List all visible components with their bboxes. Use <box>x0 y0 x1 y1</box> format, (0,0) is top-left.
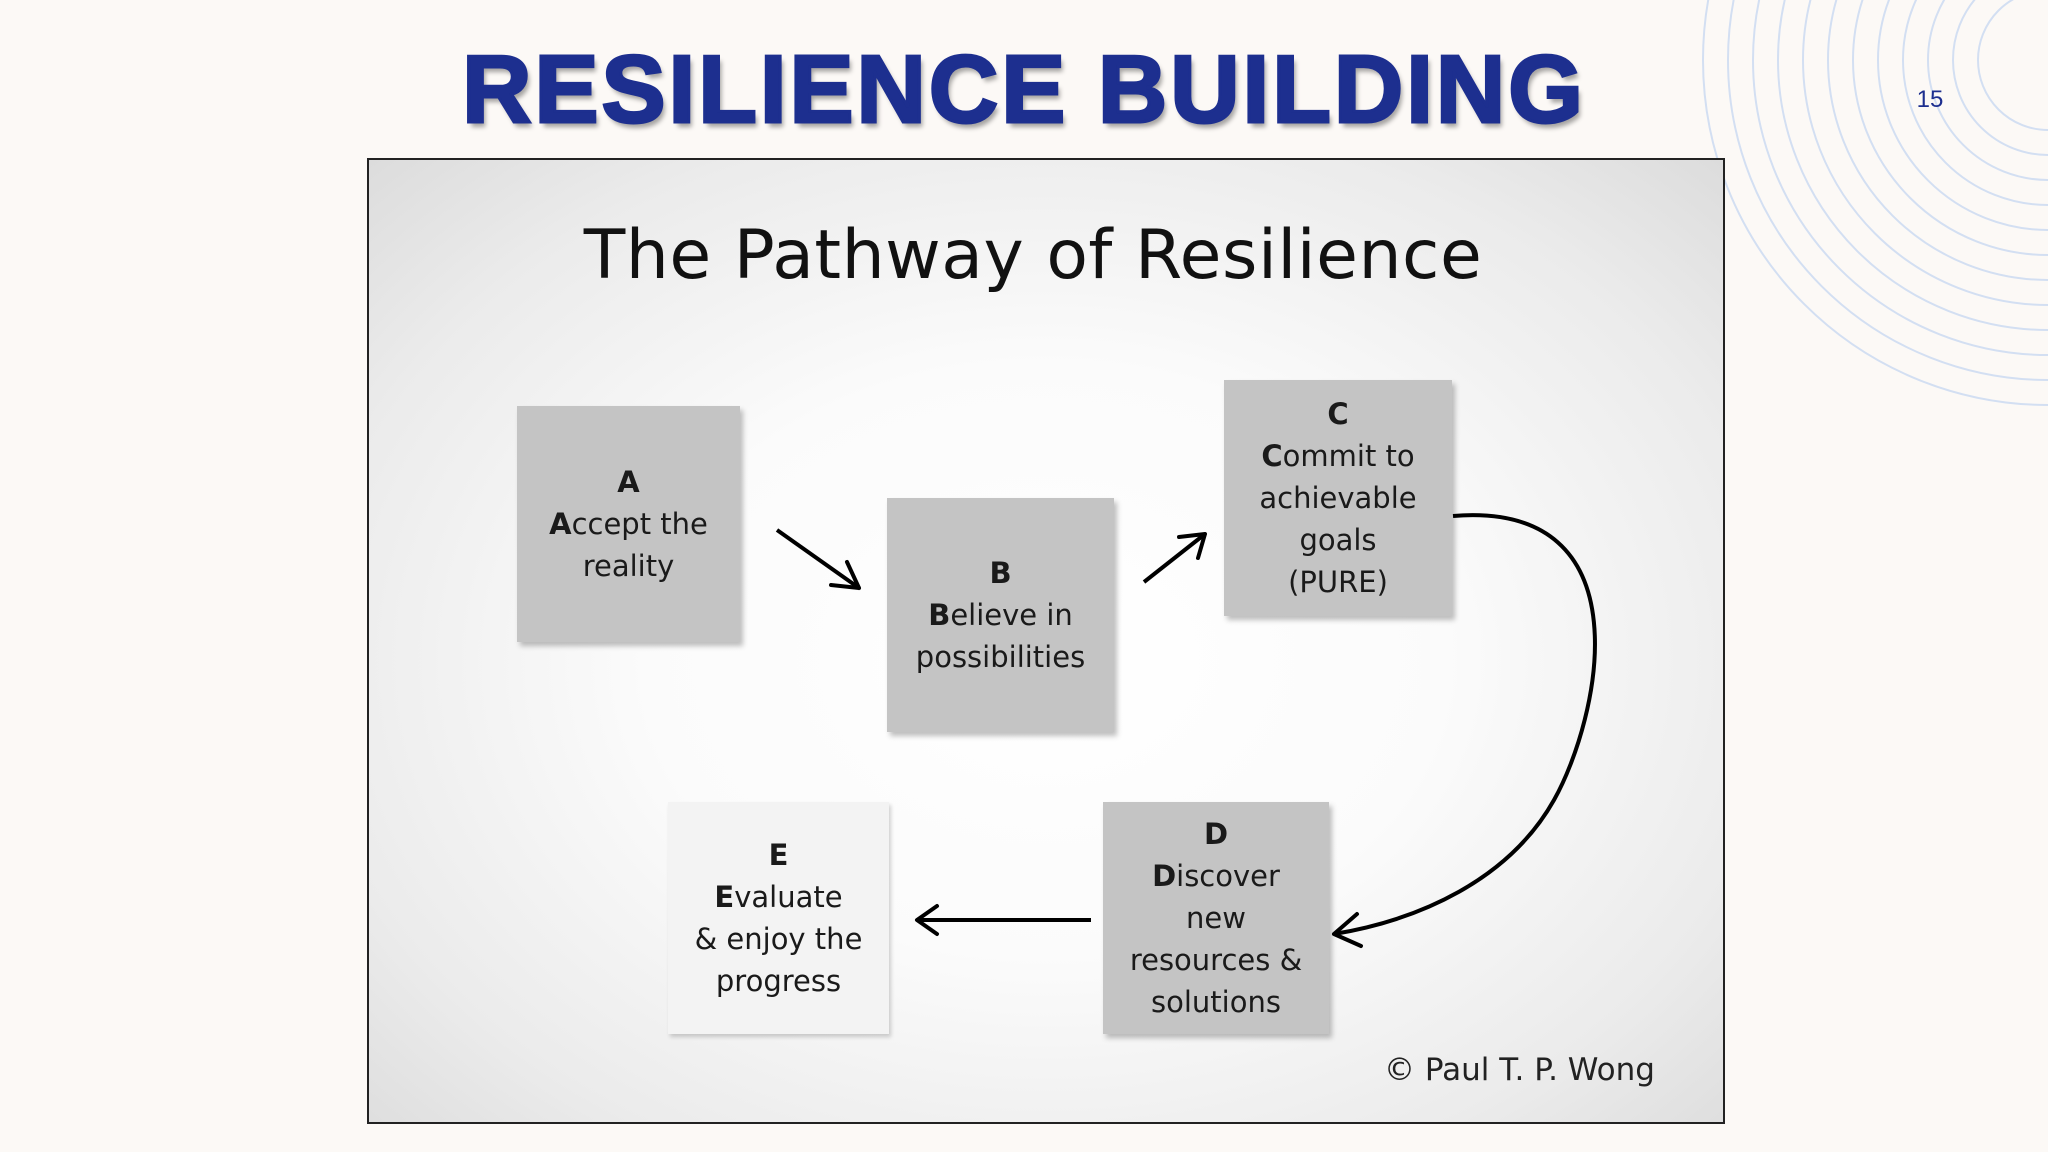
pathway-figure: The Pathway of Resilience <box>367 158 1725 1124</box>
figure-credit: © Paul T. P. Wong <box>1384 1052 1655 1088</box>
step-d-box: D Discover new resources & solutions <box>1103 802 1329 1034</box>
figure-title: The Pathway of Resilience <box>583 216 1483 295</box>
step-d-line-4: solutions <box>1151 985 1281 1019</box>
step-c-line-1-rest: ommit to <box>1282 439 1415 473</box>
step-c-line-4: (PURE) <box>1288 565 1388 599</box>
step-c-line-1: Commit to <box>1261 435 1414 477</box>
step-b-initial: B <box>928 598 951 632</box>
arrow-a-to-b <box>775 528 861 590</box>
slide-title: RESILIENCE BUILDING <box>461 35 1586 145</box>
arrow-c-to-d <box>1332 513 1597 948</box>
step-d-initial: D <box>1152 859 1177 893</box>
step-c-box: C Commit to achievable goals (PURE) <box>1224 380 1452 616</box>
step-b-letter: B <box>989 556 1012 590</box>
step-d-line-1: Discover <box>1152 855 1280 897</box>
step-d-line-1-rest: iscover <box>1176 859 1280 893</box>
step-e-line-1: Evaluate <box>714 876 842 918</box>
step-b-line-1: Believe in <box>928 594 1073 636</box>
step-e-line-1-rest: valuate <box>734 880 843 914</box>
step-e-letter: E <box>768 838 789 872</box>
step-a-initial: A <box>549 507 572 541</box>
step-d-line-2: new <box>1186 901 1246 935</box>
step-b-line-2: possibilities <box>915 640 1086 674</box>
step-e-line-3: progress <box>715 964 842 998</box>
step-d-line-3: resources & <box>1129 943 1303 977</box>
step-a-letter: A <box>617 465 640 499</box>
step-d-letter: D <box>1203 817 1229 851</box>
step-c-line-2: achievable <box>1259 481 1417 515</box>
step-c-initial: C <box>1261 439 1283 473</box>
step-c-letter: C <box>1327 397 1349 431</box>
step-a-line-1: Accept the <box>549 503 708 545</box>
step-c-line-3: goals <box>1299 523 1377 557</box>
step-e-initial: E <box>714 880 735 914</box>
step-a-box: A Accept the reality <box>517 406 740 642</box>
arrow-b-to-c <box>1142 532 1207 584</box>
step-a-line-1-rest: ccept the <box>571 507 708 541</box>
step-b-box: B Believe in possibilities <box>887 498 1114 732</box>
page-number: 15 <box>1916 86 1944 113</box>
step-a-line-2: reality <box>582 549 675 583</box>
arrow-d-to-e <box>915 904 1091 936</box>
step-b-line-1-rest: elieve in <box>950 598 1073 632</box>
step-e-line-2: & enjoy the <box>694 922 863 956</box>
flow-arrows <box>775 513 1597 948</box>
step-e-box: E Evaluate & enjoy the progress <box>668 802 889 1034</box>
